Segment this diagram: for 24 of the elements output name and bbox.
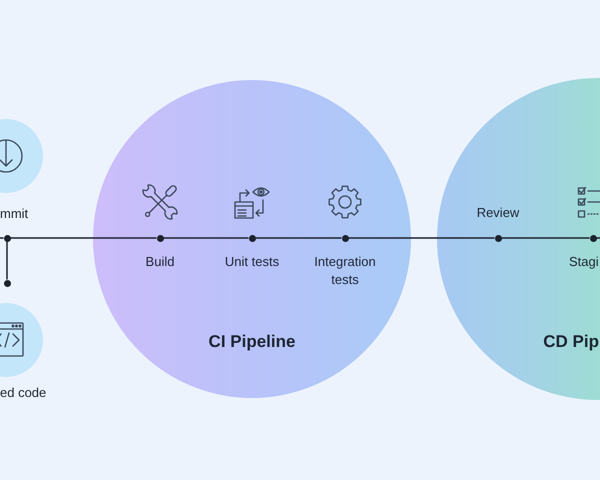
step-label: ed code <box>0 384 46 402</box>
pipeline-title: CI Pipeline <box>208 331 296 353</box>
pipeline-title: CD Pip <box>543 331 599 353</box>
timeline-line <box>6 242 8 280</box>
timeline-dot <box>590 234 596 242</box>
timeline-line <box>348 237 494 239</box>
timeline-line <box>164 237 248 239</box>
stage-label: Build <box>146 253 174 271</box>
timeline-line <box>10 237 156 239</box>
stage-label: Unit tests <box>224 253 280 271</box>
stage-label: Stagi <box>569 253 599 271</box>
timeline-dot <box>4 280 10 286</box>
timeline-line <box>0 237 4 239</box>
stage-label: Integration tests <box>314 253 376 289</box>
timeline-line <box>502 237 590 239</box>
timeline-dot <box>494 234 502 242</box>
timeline-dot <box>156 234 164 242</box>
step-label: mmit <box>0 205 28 223</box>
stage-label: Review <box>476 204 520 222</box>
timeline-dot <box>4 234 10 242</box>
timeline-dot <box>342 234 348 242</box>
timeline-line <box>256 237 342 239</box>
timeline-dot <box>248 234 256 242</box>
timeline-line <box>596 237 600 239</box>
